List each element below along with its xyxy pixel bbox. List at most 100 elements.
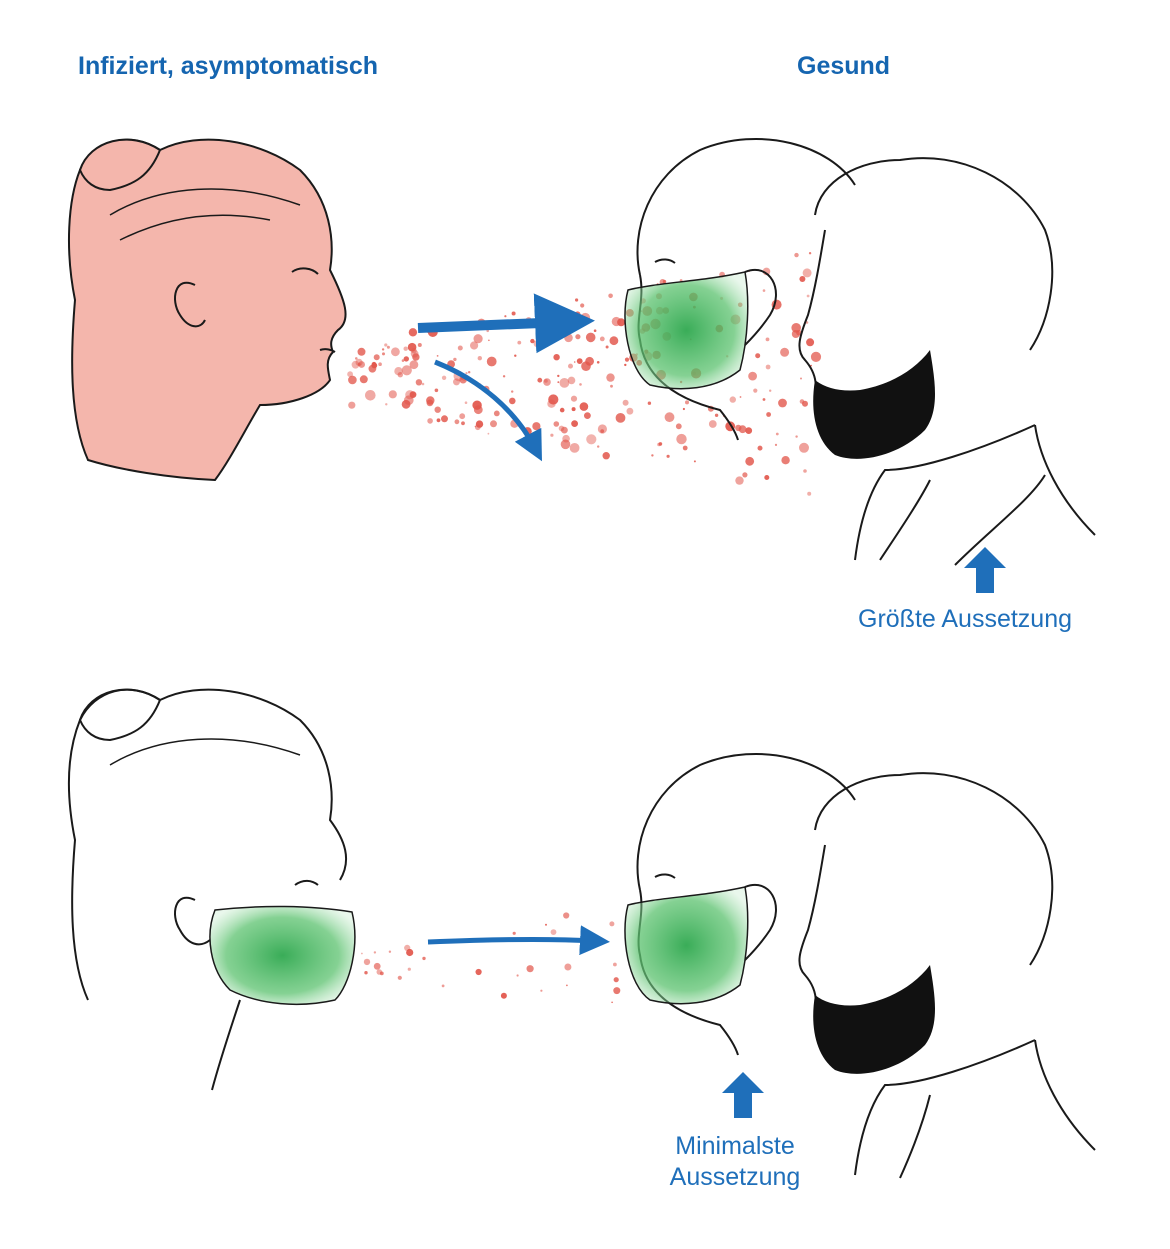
droplet xyxy=(545,924,547,926)
droplet xyxy=(410,391,417,398)
droplet xyxy=(794,253,798,257)
droplet xyxy=(800,378,802,380)
droplet xyxy=(609,921,614,926)
droplet xyxy=(557,375,559,377)
droplet xyxy=(614,977,619,982)
droplet xyxy=(568,364,573,369)
curved-arrow-icon xyxy=(435,362,535,448)
droplet xyxy=(581,313,591,323)
masked-infected-person-bottom xyxy=(69,690,355,1090)
droplet xyxy=(560,408,565,413)
droplet xyxy=(624,364,626,366)
droplet xyxy=(408,968,411,971)
droplet xyxy=(540,990,542,992)
droplet xyxy=(360,375,368,383)
droplet xyxy=(468,371,470,373)
droplet xyxy=(364,971,367,974)
droplet xyxy=(625,358,629,362)
droplet xyxy=(461,421,465,425)
droplet xyxy=(442,985,445,988)
droplet xyxy=(374,354,380,360)
droplet xyxy=(694,460,696,462)
droplet xyxy=(404,347,408,351)
droplet xyxy=(781,456,789,464)
woman-eye xyxy=(655,259,675,263)
droplet xyxy=(410,360,419,369)
droplet xyxy=(391,347,400,356)
droplet xyxy=(799,276,805,282)
droplet xyxy=(776,433,779,436)
droplet xyxy=(437,355,439,357)
droplet xyxy=(683,408,685,410)
droplet xyxy=(504,315,506,317)
droplet xyxy=(513,932,516,935)
droplet-cloud-top xyxy=(347,252,821,496)
droplet xyxy=(441,415,448,422)
droplet xyxy=(490,420,497,427)
droplet xyxy=(465,372,467,374)
droplet xyxy=(748,372,757,381)
up-arrow-icon xyxy=(964,547,1006,593)
droplet xyxy=(755,353,760,358)
droplet xyxy=(799,443,809,453)
droplet xyxy=(811,352,821,362)
droplet xyxy=(382,348,384,350)
droplet xyxy=(551,312,554,315)
droplet xyxy=(437,418,441,422)
caption-min-line1: Minimalste xyxy=(650,1131,820,1162)
droplet xyxy=(389,951,391,953)
droplet xyxy=(377,969,383,975)
droplet xyxy=(557,381,559,383)
droplet xyxy=(563,912,569,918)
droplet xyxy=(374,963,381,970)
droplet xyxy=(611,1002,613,1004)
droplet xyxy=(584,412,591,419)
droplet xyxy=(474,405,483,414)
droplet xyxy=(730,396,736,402)
droplet xyxy=(575,334,580,339)
droplet xyxy=(422,383,425,386)
droplet xyxy=(408,343,417,352)
droplet xyxy=(570,443,580,453)
droplet xyxy=(442,376,446,380)
droplet xyxy=(501,993,507,999)
droplet xyxy=(766,365,771,370)
droplet xyxy=(571,420,578,427)
droplet xyxy=(617,318,625,326)
droplet xyxy=(803,268,812,277)
droplet xyxy=(580,402,589,411)
right-arrow-icon xyxy=(418,322,565,328)
face-mask-bottom-right xyxy=(625,887,748,1004)
droplet xyxy=(606,346,609,349)
droplet xyxy=(458,346,463,351)
droplet xyxy=(739,425,747,433)
droplet xyxy=(503,375,505,377)
droplet xyxy=(453,358,456,361)
droplet xyxy=(532,422,540,430)
droplet xyxy=(427,418,433,424)
droplet xyxy=(778,399,787,408)
droplet xyxy=(517,974,519,976)
droplet xyxy=(600,337,605,342)
droplet xyxy=(586,434,596,444)
droplet xyxy=(488,340,490,342)
droplet xyxy=(487,357,497,367)
droplet xyxy=(766,412,771,417)
droplet xyxy=(715,414,718,417)
droplet xyxy=(478,356,482,360)
droplet xyxy=(665,412,675,422)
droplet xyxy=(544,379,548,383)
droplet xyxy=(623,400,629,406)
droplet xyxy=(553,354,559,360)
droplet xyxy=(735,476,743,484)
droplet xyxy=(574,361,576,363)
up-arrow-icon xyxy=(722,1072,764,1118)
droplet xyxy=(608,294,613,299)
droplet xyxy=(616,413,626,423)
droplet xyxy=(745,457,754,466)
droplet xyxy=(409,328,417,336)
droplet xyxy=(651,454,653,456)
droplet xyxy=(426,396,434,404)
right-arrow-icon xyxy=(428,939,595,942)
droplet xyxy=(455,419,460,424)
